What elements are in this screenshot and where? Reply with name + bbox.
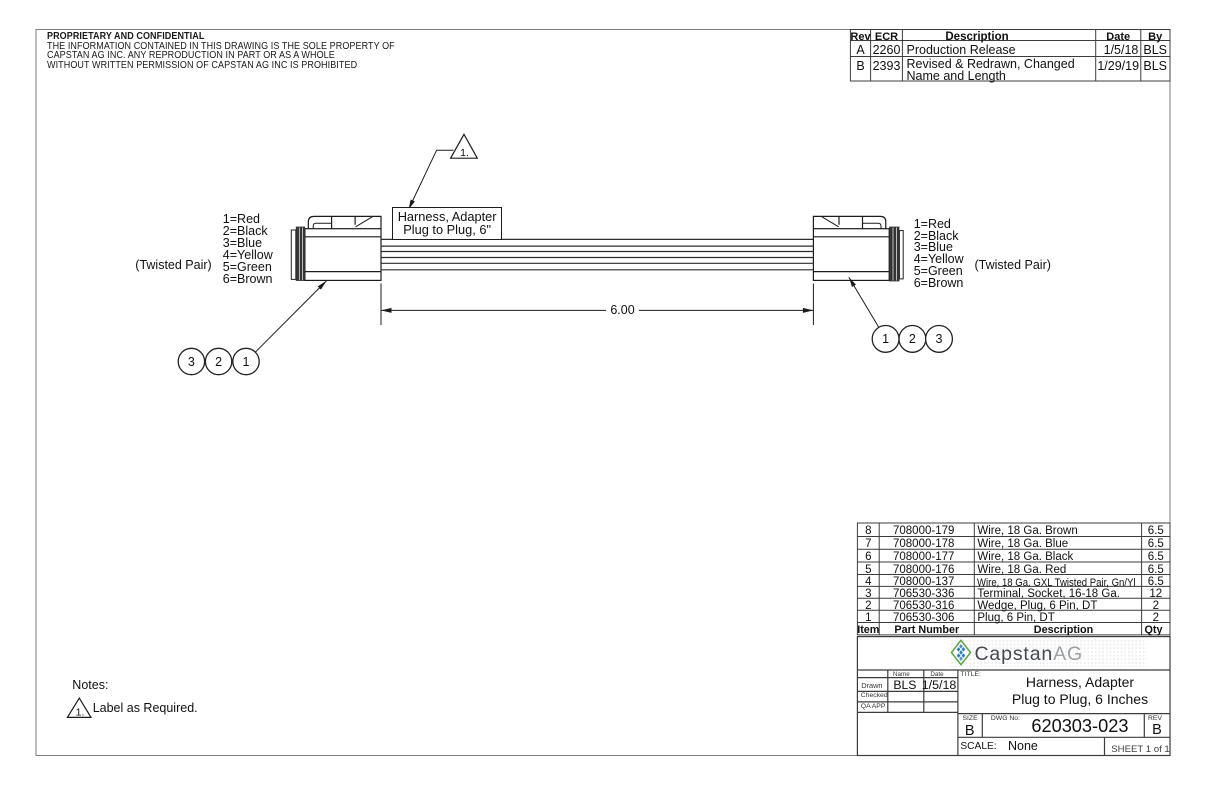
svg-text:1: 1 (243, 355, 250, 369)
svg-text:3: 3 (188, 355, 195, 369)
svg-text:2: 2 (215, 355, 222, 369)
svg-text:1: 1 (882, 332, 889, 346)
svg-text:3: 3 (936, 332, 943, 346)
svg-text:2: 2 (909, 332, 916, 346)
svg-text:1.: 1. (76, 706, 85, 718)
svg-text:1.: 1. (460, 147, 469, 159)
